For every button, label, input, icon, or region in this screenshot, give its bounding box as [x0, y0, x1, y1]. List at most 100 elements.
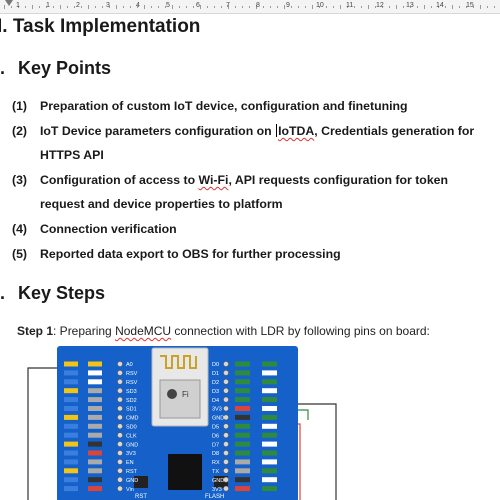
pin-hole	[223, 378, 229, 385]
ruler-tick	[32, 5, 33, 9]
function-tag	[64, 388, 78, 394]
ruler-tick	[11, 6, 12, 8]
list-text: IoT Device parameters configuration on I…	[40, 124, 475, 138]
pin-hole	[223, 414, 229, 421]
pin-hole	[223, 387, 229, 394]
ruler-tick	[39, 6, 40, 8]
function-tag	[262, 459, 277, 465]
pin-label: D8	[212, 451, 219, 457]
list-number: (4)	[12, 222, 28, 236]
function-tag	[64, 414, 78, 420]
function-tag	[88, 477, 102, 483]
ruler-tick	[228, 5, 229, 9]
ruler-tick	[347, 6, 348, 8]
ruler-number: 7	[226, 2, 230, 9]
ruler-number: 6	[196, 2, 200, 9]
subheading-key-steps: . Key Steps	[0, 283, 105, 304]
ruler-tick	[389, 6, 390, 8]
reset-button	[134, 476, 148, 488]
spellcheck-word[interactable]: NodeMCU	[115, 324, 172, 338]
heading-list-marker: .	[0, 58, 6, 78]
pin-hole	[223, 441, 229, 447]
pin-hole	[223, 423, 229, 430]
ruler-tick	[494, 6, 495, 8]
left-function-tags	[64, 361, 102, 492]
pin-hole	[117, 396, 123, 403]
function-tag	[235, 441, 250, 447]
function-tag	[88, 423, 102, 429]
pin-hole	[223, 361, 229, 367]
spellcheck-word[interactable]: Wi-Fi	[198, 173, 229, 187]
heading-list-marker: .	[0, 283, 6, 303]
pin-hole	[223, 459, 229, 465]
ruler-tick	[382, 6, 383, 8]
ruler-tick	[88, 5, 89, 9]
function-tag	[235, 379, 250, 385]
pin-hole	[117, 414, 123, 421]
pin-hole	[223, 396, 229, 403]
pin-hole	[117, 476, 123, 483]
ruler-tick	[298, 6, 299, 8]
function-tag	[235, 370, 250, 376]
ruler-tick	[284, 5, 285, 9]
pin-hole	[117, 369, 123, 376]
function-tag	[235, 468, 250, 474]
ruler-tick	[109, 6, 110, 8]
nodemcu-board-diagram: Fi A0RSVRSVSD3SD2SD1CMDSD0CLKGND3V3ENRST…	[27, 346, 337, 500]
ruler-tick	[144, 5, 145, 9]
ruler-number: 4	[136, 2, 140, 9]
function-tag	[88, 441, 102, 447]
ruler-tick	[151, 6, 152, 8]
function-tag	[64, 406, 78, 411]
ruler-tick	[95, 6, 96, 8]
flash-label: FLASH	[205, 494, 224, 500]
pin-hole	[223, 450, 229, 456]
step-text: : Preparing	[53, 324, 116, 338]
ruler-tick	[46, 6, 47, 8]
function-tag	[88, 361, 102, 367]
function-tag	[235, 406, 250, 411]
function-tag	[235, 397, 250, 403]
rst-label: RST	[135, 494, 147, 500]
function-tag	[262, 432, 277, 438]
ruler-tick	[396, 5, 397, 9]
function-tag	[88, 388, 102, 394]
ruler-tick	[172, 5, 173, 9]
ruler-number: 14	[436, 2, 444, 9]
ruler-number: 13	[406, 2, 414, 9]
list-text: Configuration of access to Wi-Fi, API re…	[40, 173, 449, 187]
ruler-number: 10	[316, 2, 324, 9]
function-tag	[235, 432, 250, 438]
ruler-tick	[207, 6, 208, 8]
function-tag	[262, 406, 277, 411]
pin-label: GND	[126, 442, 138, 448]
ruler-tick	[277, 6, 278, 8]
subheading-key-steps-text: Key Steps	[18, 283, 106, 303]
pin-label: D5	[212, 425, 219, 431]
pin-label: RX	[212, 460, 220, 466]
ruler-tick	[438, 6, 439, 8]
indent-marker-icon[interactable]	[5, 0, 13, 6]
pin-hole	[223, 369, 229, 376]
step-1-paragraph[interactable]: Step 1: Preparing NodeMCU connection wit…	[17, 324, 430, 338]
function-tag	[64, 468, 78, 474]
function-tag	[88, 450, 102, 456]
pin-hole	[117, 459, 123, 465]
pin-label: SD2	[126, 398, 137, 404]
step-text: connection with LDR by following pins on…	[171, 324, 430, 338]
subheading-key-points-text: Key Points	[18, 58, 112, 78]
ruler-tick	[242, 6, 243, 8]
ruler-tick	[221, 6, 222, 8]
pin-label: D3	[212, 389, 219, 395]
ruler-number: 5	[166, 2, 170, 9]
pin-label: 3V3	[126, 451, 136, 457]
ruler-tick	[193, 6, 194, 8]
function-tag	[262, 388, 277, 394]
pin-hole	[117, 467, 123, 474]
spellcheck-word[interactable]: IoTDA	[278, 124, 315, 138]
usb-chip	[168, 454, 202, 490]
function-tag	[88, 432, 102, 438]
